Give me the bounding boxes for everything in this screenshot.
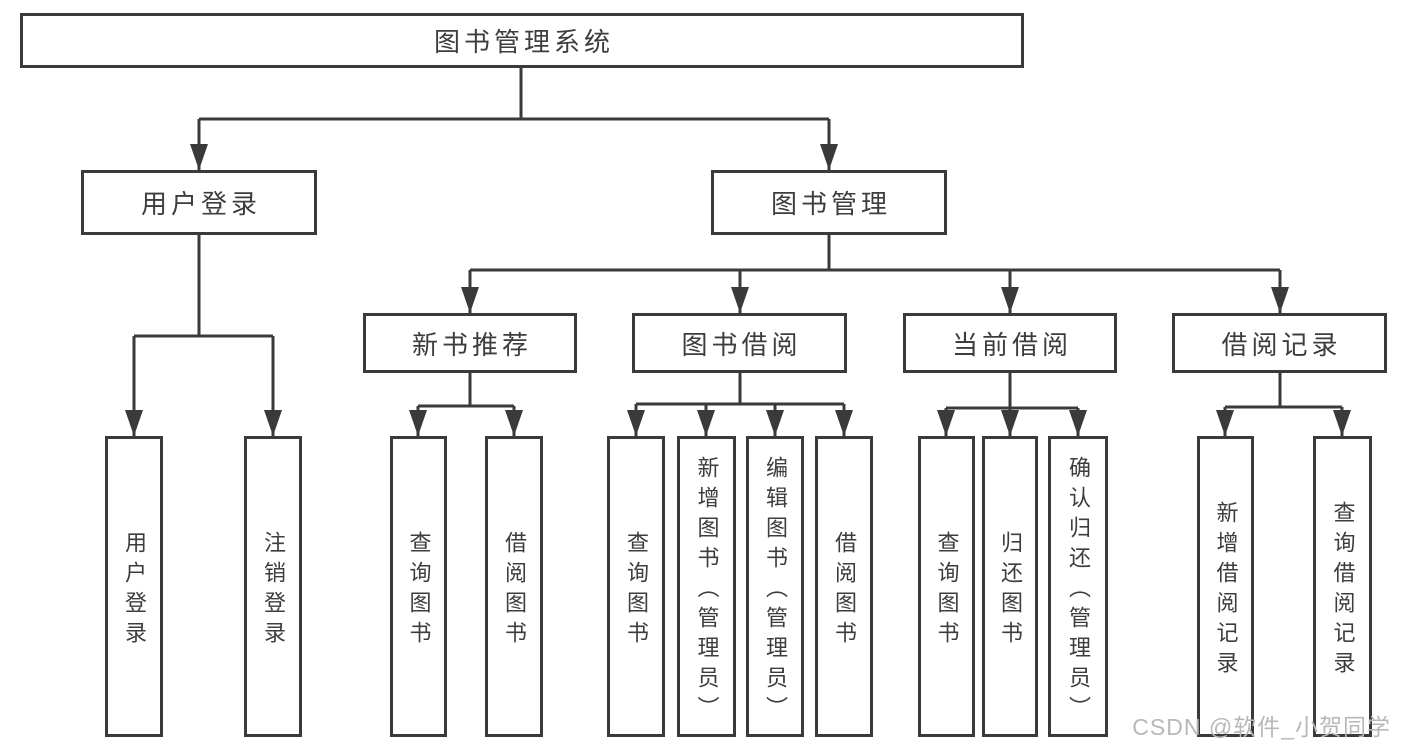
node-label: 当前借阅 — [951, 329, 1072, 360]
node-label: 归还图书 — [998, 530, 1023, 651]
node-current-borrowing: 当前借阅 — [903, 313, 1117, 373]
leaf-add-borrow-record: 新增借阅记录 — [1197, 436, 1254, 737]
leaf-user-login: 用户登录 — [105, 436, 163, 737]
leaf-logout: 注销登录 — [244, 436, 302, 737]
node-label: 新书推荐 — [411, 329, 532, 360]
node-book-management: 图书管理 — [711, 170, 947, 235]
node-label: 查询图书 — [934, 530, 960, 651]
node-label: 查询图书 — [624, 530, 649, 651]
leaf-borrow-books-borrowing: 借阅图书 — [815, 436, 873, 737]
node-label: 借阅图书 — [502, 530, 527, 651]
leaf-query-borrow-record: 查询借阅记录 — [1313, 436, 1372, 737]
node-library-management-system: 图书管理系统 — [20, 13, 1024, 68]
leaf-add-books-admin: 新增图书（管理员） — [677, 436, 736, 737]
node-label: 新增借阅记录 — [1213, 500, 1239, 681]
leaf-edit-books-admin: 编辑图书（管理员） — [746, 436, 804, 737]
leaf-return-books: 归还图书 — [982, 436, 1038, 737]
node-new-book-recommendation: 新书推荐 — [363, 313, 577, 373]
node-label: 图书借阅 — [681, 329, 802, 360]
leaf-query-books-current: 查询图书 — [918, 436, 975, 737]
node-label: 查询借阅记录 — [1330, 500, 1356, 681]
watermark: CSDN @软件_小贺同学 — [1132, 714, 1391, 740]
node-borrowing-records: 借阅记录 — [1172, 313, 1387, 373]
node-label: 新增图书（管理员） — [694, 455, 720, 726]
leaf-borrow-books-recommend: 借阅图书 — [485, 436, 543, 737]
node-label: 用户登录 — [122, 530, 147, 651]
node-label: 借阅图书 — [832, 530, 857, 651]
node-label: 查询图书 — [406, 530, 432, 651]
node-label: 确认归还（管理员） — [1066, 455, 1091, 726]
node-label: 用户登录 — [140, 189, 261, 219]
node-label: 借阅记录 — [1221, 329, 1342, 360]
node-label: 图书管理 — [770, 189, 891, 219]
node-user-login: 用户登录 — [81, 170, 317, 235]
node-label: 图书管理系统 — [433, 27, 614, 57]
leaf-query-books-recommend: 查询图书 — [390, 436, 447, 737]
node-label: 注销登录 — [261, 530, 286, 651]
leaf-query-books-borrowing: 查询图书 — [607, 436, 665, 737]
node-book-borrowing: 图书借阅 — [632, 313, 847, 373]
node-label: 编辑图书（管理员） — [763, 455, 788, 726]
leaf-confirm-return-admin: 确认归还（管理员） — [1048, 436, 1108, 737]
